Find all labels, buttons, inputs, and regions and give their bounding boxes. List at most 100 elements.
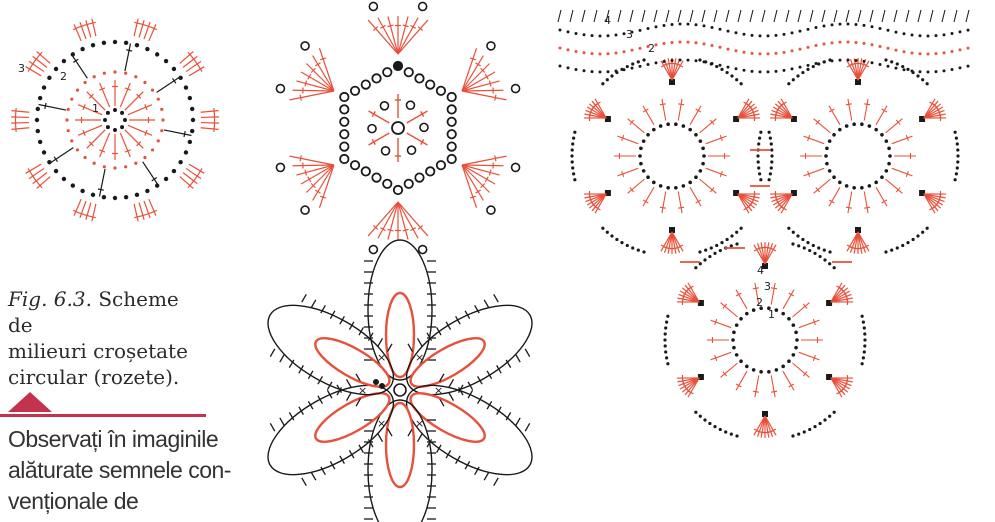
chain-stitch-dot [642,250,645,253]
stitch-line [39,105,66,111]
chain-stitch-dot [896,62,899,65]
chain-stitch-dot [791,67,794,70]
petal-stitch [388,428,393,436]
chain-stitch-dot [770,166,773,169]
chain-stitch-dot [935,70,938,73]
chain-stitch-dot [666,362,669,365]
stitch-line [736,290,747,309]
chain-stitch-dot [123,118,127,122]
chain-stitch-dot [164,59,168,63]
chain-stitch-dot [679,59,682,62]
chain-stitch-dot [767,70,770,73]
chain-stitch-dot [719,46,722,49]
chain-stitch-dot [720,241,723,244]
petal-stitch [449,379,454,387]
chain-stitch-dot [862,320,865,323]
caption-text-line3: circular (rozete). [8,365,179,389]
chain-loop-symbol [487,206,495,214]
border-picot [882,10,885,22]
chain-stitch-dot [631,246,634,249]
petal-stitch [378,338,383,346]
border-picot [906,10,909,22]
chain-stitch-dot [806,241,809,244]
border-picot [690,10,693,22]
chain-stitch-dot [751,70,754,73]
chain-stitch-dot [664,326,667,329]
stitch-bar [388,25,394,27]
petal-stitch [270,423,275,431]
chain-loop-symbol [351,87,359,95]
chain-stitch-dot [583,51,586,54]
stitch-line [100,169,106,196]
stitch-line [398,202,418,238]
chain-stitch-dot [839,23,842,26]
chain-stitch-dot [916,74,919,77]
chain-loop-symbol [301,206,309,214]
chain-stitch-dot [792,78,795,81]
border-picot [750,10,753,22]
chain-stitch-dot [647,63,650,66]
chain-stitch-dot [190,129,194,133]
chain-stitch-dot [726,71,729,74]
petal-stitch [516,418,521,426]
chain-stitch-dot [567,48,570,51]
chain-stitch-dot [799,66,802,69]
stitch-line [462,156,506,165]
chain-stitch-dot [874,128,878,132]
chain-loop-symbol [415,74,423,82]
chain-stitch-dot [732,331,736,335]
stitch-line [829,106,840,125]
stitch-line [11,128,29,130]
chain-stitch-dot [143,81,146,84]
chain-stitch-dot [769,172,772,175]
chain-stitch-dot [70,139,73,142]
chain-stitch-dot [631,67,634,70]
chain-stitch-dot [113,108,117,112]
stitch-line [721,303,738,317]
round-label-2: 2 [648,42,655,55]
chain-loop-symbol [340,155,348,163]
chain-stitch-dot [735,31,738,34]
chain-stitch-dot [659,184,663,188]
chain-stitch-dot [860,186,864,190]
chain-stitch-dot [599,52,602,55]
round-label-1: 1 [92,102,99,115]
chain-stitch-dot [895,49,898,52]
petal-stitch [516,354,521,362]
chain-stitch-dot [794,346,798,350]
chain-stitch-dot [124,41,128,45]
stitch-line [50,148,73,163]
stitch-line [643,187,654,206]
chain-stitch-dot [959,66,962,69]
petal-stitch [408,344,413,352]
chain-stitch-dot [743,69,746,72]
chain-stitch-dot [740,227,743,230]
chain-stitch-dot [775,52,778,55]
chain-stitch-dot [664,350,667,353]
chain-stitch-dot [839,59,842,62]
stitch-line [86,20,91,37]
chain-stitch-dot [868,124,872,128]
chain-stitch-dot [665,320,668,323]
chain-stitch-dot [906,68,909,71]
chain-stitch-dot [797,244,800,247]
chain-stitch-dot [726,238,729,241]
chain-stitch-dot [951,32,954,35]
chain-stitch-dot [631,49,634,52]
chain-stitch-dot [745,365,749,369]
chain-stitch-dot [903,68,906,71]
chain-stitch-dot [890,249,893,252]
stitch-bar [173,78,176,83]
six-point-star-diagram [276,2,519,253]
chain-stitch-dot [572,136,575,139]
chain-stitch-dot [615,52,618,55]
chain-loop-symbol [340,105,348,113]
chain-stitch-dot [815,26,818,29]
chain-loop-symbol [362,80,370,88]
stitch-line [690,187,701,206]
chain-stitch-dot [80,189,84,193]
chain-stitch-dot [157,139,160,142]
chain-loop-symbol [408,146,416,154]
border-picot [738,10,741,22]
chain-stitch-dot [71,183,75,187]
